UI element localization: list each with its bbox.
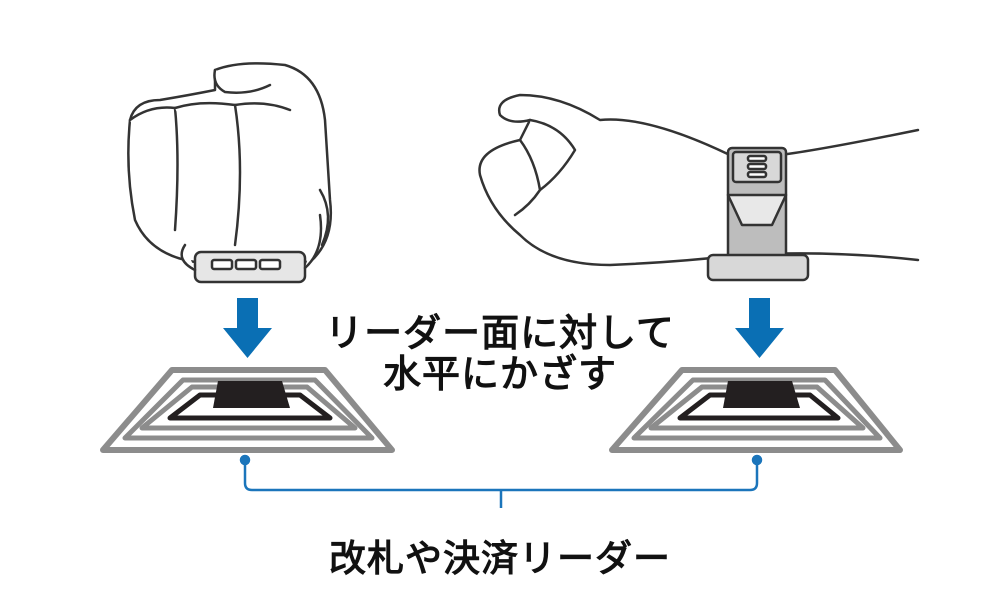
wrist-with-watch-band-icon <box>478 93 920 282</box>
nfc-reader-icon <box>100 367 395 453</box>
reader-label: 改札や決済リーダー <box>329 537 671 580</box>
bracket-connector <box>239 454 763 508</box>
fist-with-watch-icon <box>127 62 332 284</box>
instruction-line-1: リーダー面に対して <box>325 311 675 355</box>
nfc-reader-icon <box>609 367 903 453</box>
instruction-line-2: 水平にかざす <box>382 352 617 396</box>
down-arrow-icon <box>223 298 272 358</box>
down-arrow-icon <box>735 298 784 358</box>
